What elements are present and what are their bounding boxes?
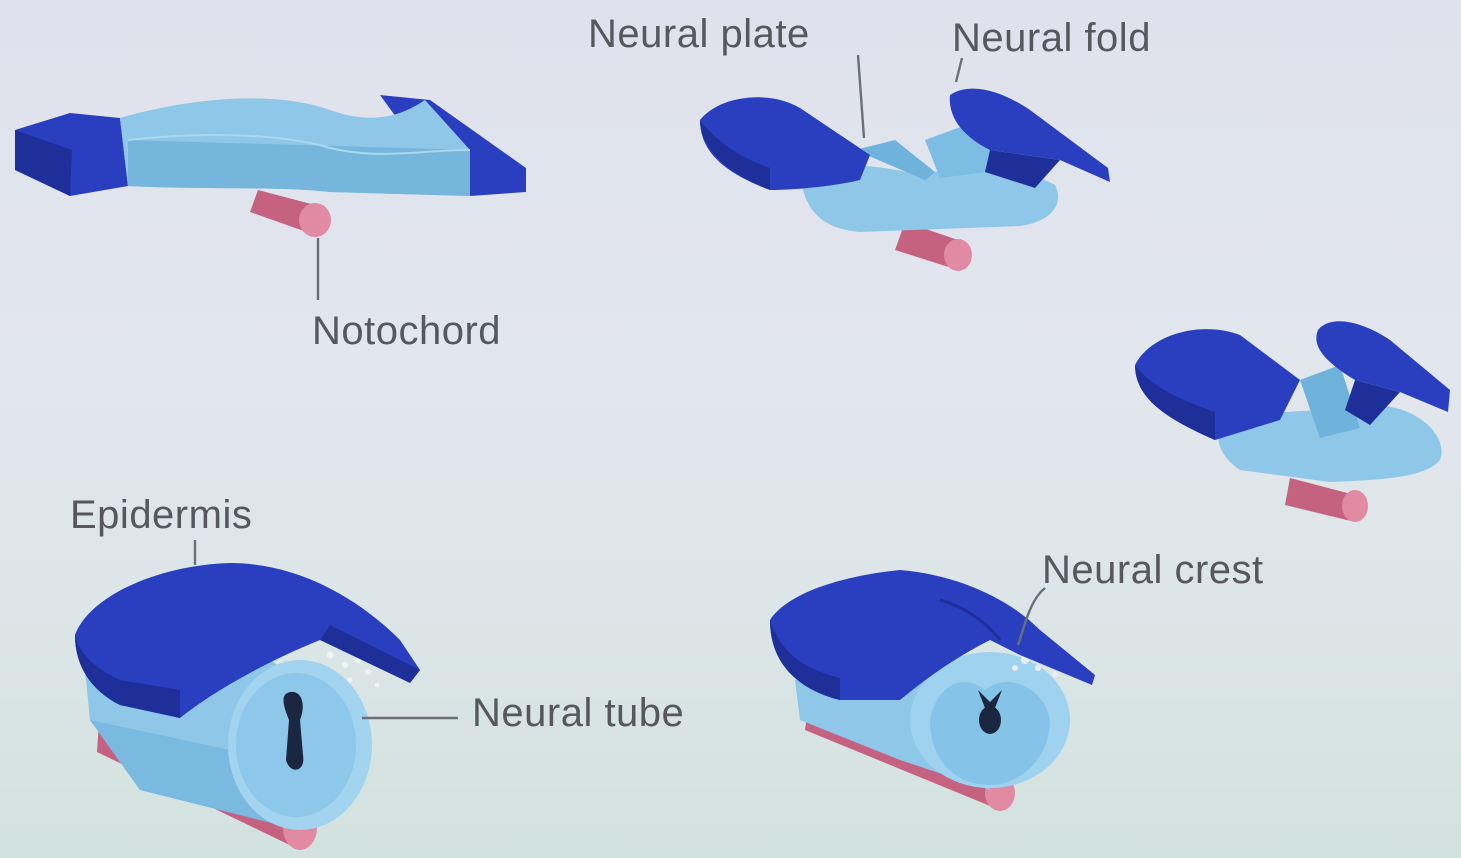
stage-5-neural-tube (75, 563, 420, 850)
label-neural-crest: Neural crest (1042, 550, 1264, 590)
label-neural-fold: Neural fold (952, 18, 1151, 58)
neural-plate-stage-1 (120, 98, 470, 196)
epidermis-fold-left-stage-2 (700, 97, 870, 190)
stage-4-neural-crest (770, 570, 1095, 811)
stage-1-flat-plate (15, 95, 526, 237)
label-notochord: Notochord (312, 311, 501, 351)
label-epidermis: Epidermis (70, 495, 252, 535)
label-neural-plate: Neural plate (588, 14, 810, 54)
label-neural-tube: Neural tube (472, 693, 684, 733)
notochord-rod-stage-3 (1285, 478, 1368, 522)
stage-3-folds-converging (1135, 321, 1450, 522)
notochord-rod-stage-1 (250, 190, 331, 237)
leader-neural-fold (956, 58, 962, 82)
leader-neural-plate (858, 55, 864, 138)
stage-2-neural-folds (700, 89, 1110, 271)
